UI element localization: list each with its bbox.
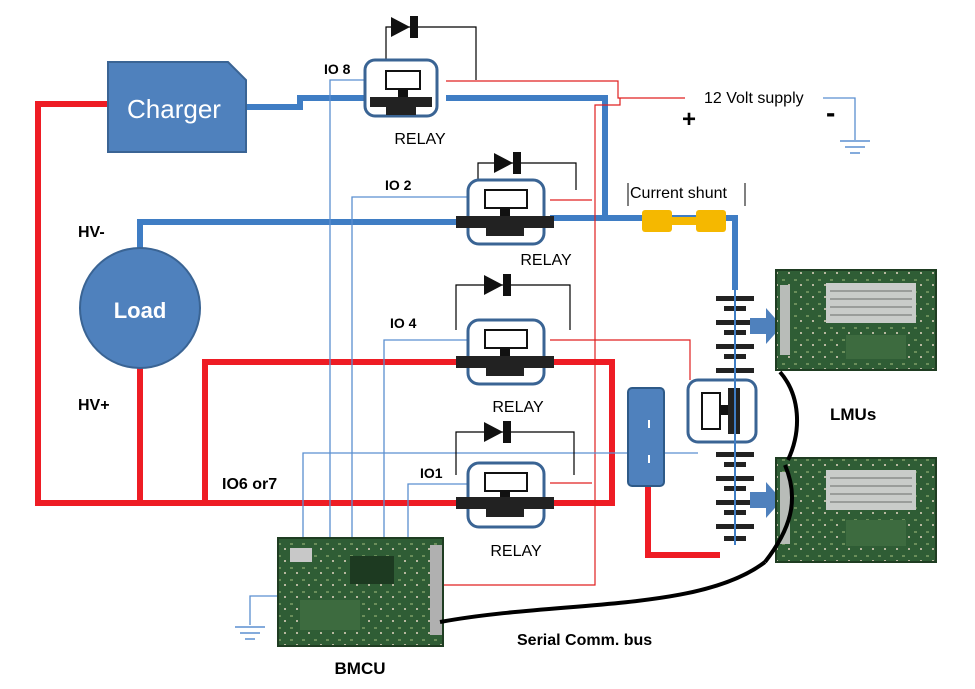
- charger-label: Charger: [127, 94, 221, 124]
- io2-label: IO 2: [385, 177, 412, 193]
- lmu-board-upper: [775, 269, 937, 371]
- hv-negative-wiring: [137, 95, 738, 290]
- relay-io1[interactable]: [456, 461, 554, 529]
- supply-plus-sign: +: [682, 106, 696, 133]
- relay-label: RELAY: [490, 543, 542, 560]
- supply-minus-sign: -: [826, 97, 835, 128]
- io8-label: IO 8: [324, 61, 351, 77]
- diode-icon: [484, 274, 511, 296]
- current-shunt: [627, 183, 746, 232]
- io1-label: IO1: [420, 465, 443, 481]
- current-shunt-label: Current shunt: [630, 185, 727, 202]
- io4-label: IO 4: [390, 315, 417, 331]
- relay-io2[interactable]: [456, 178, 554, 246]
- lmus-label: LMUs: [830, 405, 876, 424]
- relay-label: RELAY: [492, 399, 544, 416]
- relay-balancing[interactable]: [686, 378, 758, 444]
- hv-minus-label: HV-: [78, 224, 105, 241]
- arrow-right-icon: [750, 308, 782, 344]
- bmcu-label: BMCU: [335, 659, 386, 678]
- relay-io8[interactable]: [363, 58, 439, 118]
- diode-icon: [494, 152, 521, 174]
- diode-loops: [385, 26, 577, 475]
- hv-plus-label: HV+: [78, 397, 110, 414]
- signal-wiring: [249, 79, 856, 625]
- ground-icon: [840, 140, 870, 154]
- ground-icon: [235, 626, 265, 640]
- hv-positive-wiring: [35, 101, 720, 558]
- relay-label: RELAY: [520, 252, 572, 269]
- bmcu-board: [277, 537, 444, 647]
- balancing-resistor: [627, 387, 665, 487]
- control-wiring: [440, 80, 691, 586]
- diode-icon: [484, 421, 511, 443]
- serial-comm-bus: [439, 370, 799, 624]
- serial-bus-label: Serial Comm. bus: [517, 632, 652, 649]
- diode-icon: [391, 16, 418, 38]
- load-label: Load: [114, 298, 167, 323]
- supply-label: 12 Volt supply: [704, 90, 804, 107]
- arrow-right-icon: [750, 482, 782, 518]
- lmu-board-lower: [775, 457, 937, 563]
- relay-io4[interactable]: [456, 318, 554, 386]
- load-block[interactable]: [79, 247, 201, 369]
- io6or7-label: IO6 or7: [222, 476, 277, 493]
- relay-label: RELAY: [394, 131, 446, 148]
- charger-block[interactable]: [107, 61, 247, 153]
